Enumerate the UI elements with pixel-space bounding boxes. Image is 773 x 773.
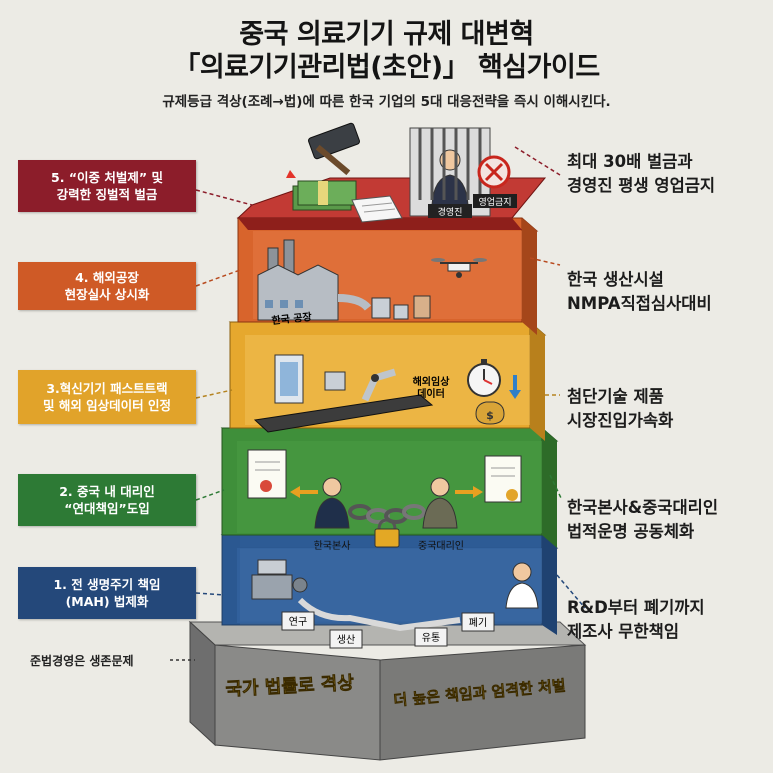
padlock-icon xyxy=(374,518,400,548)
right-label-layer-2: 한국본사&중국대리인 법적운명 공동체화 xyxy=(567,498,719,541)
right-label-layer-1: R&D부터 폐기까지 제조사 무한책임 xyxy=(567,598,705,641)
left-label-layer-5: 5. “이중 처벌제” 및 강력한 징벌적 벌금 xyxy=(18,160,196,212)
layer-5-red: 경영진 영업금지 xyxy=(236,122,547,230)
svg-text:한국본사: 한국본사 xyxy=(314,540,351,552)
svg-text:중국대리인: 중국대리인 xyxy=(418,540,464,552)
doctor-icon xyxy=(505,562,539,609)
agent-person: 중국대리인 xyxy=(418,477,464,552)
chain-icon xyxy=(348,504,426,524)
right-label-layer-5: 최대 30배 벌금과 경영진 평생 영업금지 xyxy=(567,152,716,195)
gavel-icon xyxy=(286,122,360,178)
lifecycle-stage-research: 연구 xyxy=(281,611,315,631)
right-label-layer-3: 첨단기술 제품 시장진입가속화 xyxy=(567,387,674,430)
hq-person: 한국본사 xyxy=(314,477,351,552)
pipe xyxy=(337,294,372,311)
svg-text:생산: 생산 xyxy=(337,634,355,646)
left-label-layer-2: 2. 중국 내 대리인 “연대책임”도입 xyxy=(18,474,196,526)
ban-icon: 영업금지 xyxy=(473,155,517,208)
right-label-layer-4: 한국 생산시설 NMPA직접심사대비 xyxy=(567,270,712,313)
left-label-layer-4: 4. 해외공장 현장실사 상시화 xyxy=(18,262,196,310)
arrow-icon xyxy=(290,486,300,498)
title-line1: 중국 의료기기 규제 대변혁 xyxy=(239,19,534,50)
stopwatch-icon xyxy=(467,359,501,397)
layer-3-yellow: 해외임상 데이터 $ xyxy=(228,321,547,441)
subtitle: 규제등급 격상(조례→법)에 따른 한국 기업의 5대 대응전략을 즉시 이해시… xyxy=(162,94,611,110)
overseas-data-label-1: 해외임상 xyxy=(413,375,451,388)
certificate-icon xyxy=(247,449,287,499)
layer-4-orange: 한국 공장 xyxy=(236,217,539,335)
layer-2-green: 한국본사 중국대리인 xyxy=(220,427,559,552)
svg-text:연구: 연구 xyxy=(289,616,307,628)
drone-icon xyxy=(431,258,487,278)
lifecycle-stage-production: 생산 xyxy=(329,629,363,649)
conveyor-belt xyxy=(253,394,434,433)
certificate-icon xyxy=(484,455,522,503)
svg-text:$: $ xyxy=(486,409,494,422)
machine-icon xyxy=(251,559,308,600)
left-label-layer-1: 1. 전 생명주기 책임 (MAH) 법제화 xyxy=(18,567,196,619)
svg-text:폐기: 폐기 xyxy=(469,617,487,629)
scanner-icon xyxy=(274,354,304,404)
documents-icon xyxy=(351,195,403,223)
cash-icon xyxy=(292,180,357,211)
prison-person-label: 경영진 xyxy=(438,206,463,218)
title-line2: 「의료기기관리법(초안)」 핵심가이드 xyxy=(173,52,600,83)
overseas-data-label-2: 데이터 xyxy=(417,387,445,400)
device-box xyxy=(324,371,346,391)
svg-text:유통: 유통 xyxy=(422,632,440,644)
factory-label: 한국 공장 xyxy=(271,310,313,327)
lifecycle-stage-disposal: 폐기 xyxy=(461,612,495,632)
arrow-icon xyxy=(473,486,483,498)
factory-icon: 한국 공장 xyxy=(257,239,339,327)
money-bag-icon: $ xyxy=(475,401,505,425)
left-label-layer-3: 3.혁신기기 패스트트랙 및 해외 임상데이터 인정 xyxy=(18,370,196,424)
base-note: 준법경영은 생존문제 xyxy=(30,654,134,668)
base-stone: 국가 법률로 격상 더 높은 책임과 엄격한 처벌 xyxy=(188,620,587,761)
connectors xyxy=(170,146,586,661)
lifecycle-stage-distribution: 유통 xyxy=(414,627,448,647)
prison-icon: 경영진 xyxy=(409,127,491,218)
equipment-cluster xyxy=(371,295,431,320)
robot-arm xyxy=(361,368,397,402)
ban-label: 영업금지 xyxy=(478,197,511,208)
